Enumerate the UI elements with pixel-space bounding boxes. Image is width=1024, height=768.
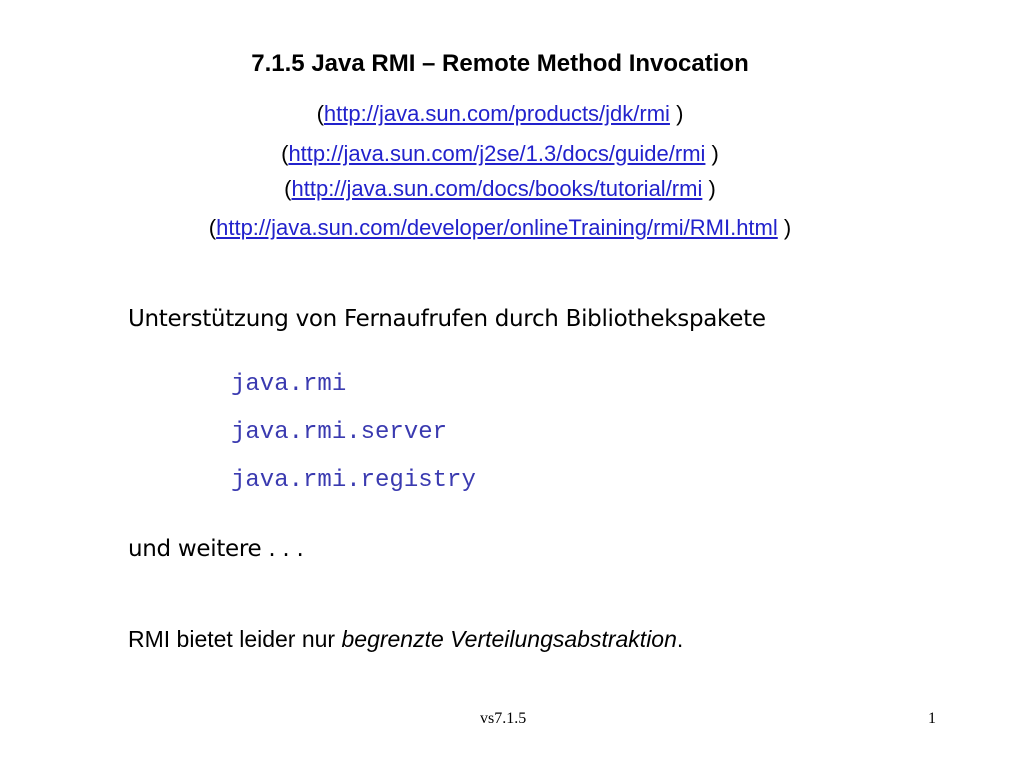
package-java-rmi: java.rmi bbox=[231, 371, 347, 398]
link-guide-rmi[interactable]: http://java.sun.com/j2se/1.3/docs/guide/… bbox=[288, 141, 706, 166]
link-line-tutorial-rmi: (http://java.sun.com/docs/books/tutorial… bbox=[0, 176, 1000, 202]
close-paren: ) bbox=[669, 101, 684, 126]
link-line-jdk-rmi: (http://java.sun.com/products/jdk/rmi ) bbox=[0, 101, 1000, 127]
page-number: 1 bbox=[928, 710, 936, 727]
package-java-rmi-registry: java.rmi.registry bbox=[231, 467, 476, 494]
close-paren: ) bbox=[702, 176, 716, 201]
rmi-text-suffix: . bbox=[676, 626, 684, 652]
link-jdk-rmi[interactable]: http://java.sun.com/products/jdk/rmi bbox=[323, 101, 670, 126]
open-paren: ( bbox=[316, 101, 324, 126]
open-paren: ( bbox=[281, 141, 289, 166]
package-java-rmi-server: java.rmi.server bbox=[231, 419, 448, 446]
support-text: Unterstützung von Fernaufrufen durch Bib… bbox=[128, 306, 766, 332]
open-paren: ( bbox=[208, 215, 217, 240]
open-paren: ( bbox=[284, 176, 292, 201]
rmi-statement: RMI bietet leider nur begrenzte Verteilu… bbox=[128, 626, 683, 653]
close-paren: ) bbox=[777, 215, 792, 240]
link-line-guide-rmi: (http://java.sun.com/j2se/1.3/docs/guide… bbox=[0, 141, 1000, 167]
more-text: und weitere . . . bbox=[128, 536, 304, 562]
footer-label: vs7.1.5 bbox=[480, 710, 527, 727]
rmi-text-prefix: RMI bietet leider nur bbox=[128, 626, 342, 652]
rmi-text-emphasis: begrenzte Verteilungsabstraktion bbox=[341, 626, 677, 652]
link-line-online-training: (http://java.sun.com/developer/onlineTra… bbox=[0, 215, 1000, 241]
close-paren: ) bbox=[705, 141, 719, 166]
link-online-training[interactable]: http://java.sun.com/developer/onlineTrai… bbox=[216, 215, 778, 240]
link-tutorial-rmi[interactable]: http://java.sun.com/docs/books/tutorial/… bbox=[291, 176, 703, 201]
slide-title: 7.1.5 Java RMI – Remote Method Invocatio… bbox=[251, 50, 749, 77]
